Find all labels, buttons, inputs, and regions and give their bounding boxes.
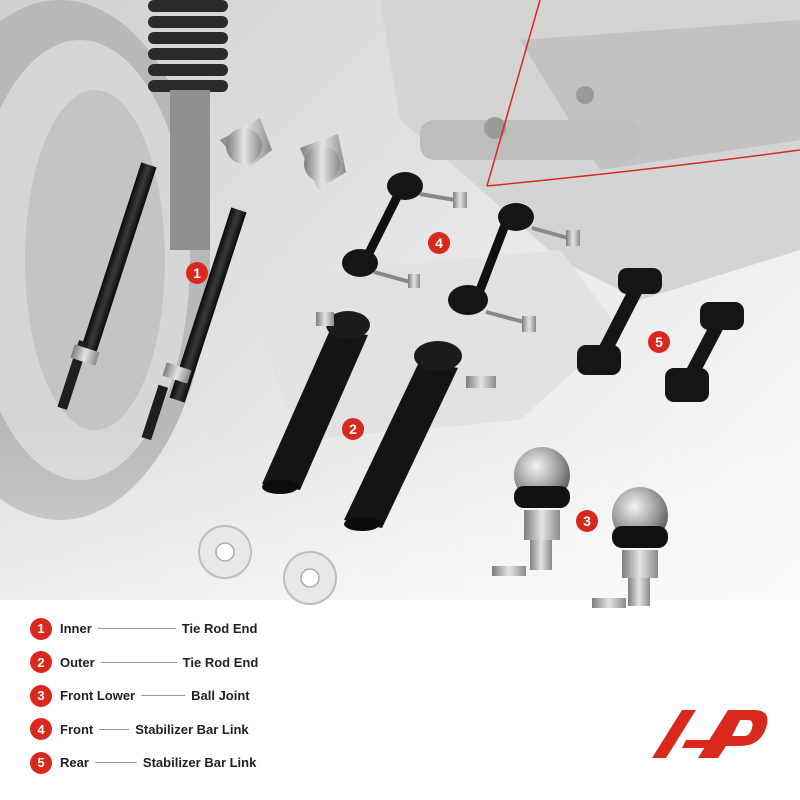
outer-tie-rod-end-left [262, 311, 370, 494]
legend-label-b: Ball Joint [191, 688, 250, 704]
lock-washer-right [283, 551, 337, 605]
front-lower-ball-joint-right [592, 487, 668, 608]
callout-badge-1: 1 [186, 262, 208, 284]
callout-badge-4: 4 [428, 232, 450, 254]
rear-stabilizer-bar-link-right [665, 302, 744, 402]
legend-label-b: Tie Rod End [182, 654, 259, 670]
inner-tie-rod-end-left [57, 118, 272, 410]
legend-row-1: 1 Inner Tie Rod End [30, 612, 330, 646]
front-lower-ball-joint-left [492, 447, 570, 576]
legend-badge-3: 3 [30, 684, 52, 707]
legend-divider-line [100, 661, 177, 663]
outer-tie-rod-end-right [344, 341, 496, 531]
legend-divider-line [97, 628, 176, 630]
legend-row-4: 4 Front Stabilizer Bar Link [30, 713, 330, 747]
front-stabilizer-bar-link-left [342, 172, 467, 288]
legend-label-a: Front [60, 721, 94, 737]
rear-stabilizer-bar-link-left [577, 268, 662, 375]
legend-label-a: Outer [60, 654, 95, 670]
callout-badge-2: 2 [342, 418, 364, 440]
legend-label-a: Rear [60, 755, 89, 771]
legend-row-2: 2 Outer Tie Rod End [30, 646, 330, 680]
parts-legend: 1 Inner Tie Rod End 2 Outer Tie Rod End … [30, 612, 330, 780]
ap-brand-logo-icon [652, 710, 768, 758]
legend-row-3: 3 Front Lower Ball Joint [30, 679, 330, 713]
legend-badge-5: 5 [30, 751, 52, 774]
legend-badge-4: 4 [30, 718, 52, 741]
legend-divider-line [141, 695, 186, 697]
legend-divider-line [94, 762, 137, 764]
front-stabilizer-bar-link-right [448, 203, 580, 332]
legend-label-b: Stabilizer Bar Link [142, 755, 257, 771]
callout-badge-5: 5 [648, 331, 670, 353]
lock-washer-left [198, 525, 252, 579]
legend-divider-line [99, 728, 130, 730]
inner-tie-rod-end-right [141, 134, 346, 441]
legend-label-a: Front Lower [60, 688, 136, 704]
legend-badge-2: 2 [30, 651, 52, 674]
legend-label-b: Tie Rod End [181, 621, 258, 637]
legend-row-5: 5 Rear Stabilizer Bar Link [30, 746, 330, 780]
legend-label-a: Inner [60, 621, 92, 637]
callout-badge-3: 3 [576, 510, 598, 532]
legend-label-b: Stabilizer Bar Link [135, 721, 249, 737]
legend-badge-1: 1 [30, 617, 52, 640]
